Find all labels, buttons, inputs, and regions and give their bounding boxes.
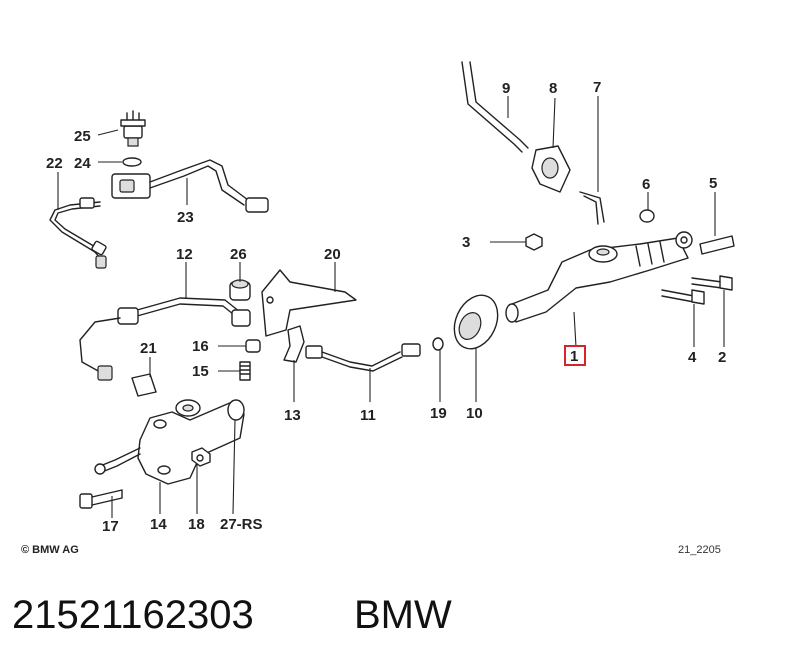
label-2[interactable]: 2 — [718, 349, 726, 366]
label-13[interactable]: 13 — [284, 407, 301, 424]
label-23[interactable]: 23 — [177, 209, 194, 226]
label-15[interactable]: 15 — [192, 363, 209, 380]
label-21[interactable]: 21 — [140, 340, 157, 357]
part-number: 21521162303 — [12, 593, 254, 637]
label-19[interactable]: 19 — [430, 405, 447, 422]
part-labels: 25 24 22 23 12 26 20 21 16 15 13 11 19 1… — [46, 79, 726, 535]
fitting-21-drawing — [131, 373, 157, 397]
label-6[interactable]: 6 — [642, 176, 650, 193]
label-8[interactable]: 8 — [549, 80, 557, 97]
label-14[interactable]: 14 — [150, 516, 167, 533]
pipe-23-drawing — [111, 159, 269, 213]
nut-18-drawing — [191, 447, 211, 467]
pipe-22-drawing — [49, 197, 107, 269]
label-25[interactable]: 25 — [74, 128, 91, 145]
label-27-rs[interactable]: 27-RS — [220, 516, 263, 533]
boot-drawing — [453, 294, 499, 350]
master-cylinder-drawing — [505, 231, 693, 323]
label-4[interactable]: 4 — [688, 349, 697, 366]
label-18[interactable]: 18 — [188, 516, 205, 533]
label-3[interactable]: 3 — [462, 234, 470, 251]
slave-cylinder-drawing — [94, 399, 245, 485]
reservoir-drawing — [531, 145, 571, 193]
hose-12-drawing — [79, 297, 251, 381]
pressure-switch-drawing — [120, 110, 146, 147]
bolt-4-drawing — [661, 289, 705, 305]
label-9[interactable]: 9 — [502, 80, 510, 97]
brand-name: BMW — [354, 593, 452, 637]
highlight-box-1 — [564, 345, 586, 366]
copyright: © BMW AG — [21, 544, 79, 556]
bracket-drawing — [261, 269, 357, 337]
pin-drawing — [699, 235, 735, 255]
label-12[interactable]: 12 — [176, 246, 193, 263]
label-16[interactable]: 16 — [192, 338, 209, 355]
label-7[interactable]: 7 — [593, 79, 601, 96]
grommet-drawing — [229, 279, 251, 301]
cap-drawing — [245, 339, 261, 353]
label-20[interactable]: 20 — [324, 246, 341, 263]
washer-drawing — [432, 337, 444, 351]
label-24[interactable]: 24 — [74, 155, 91, 172]
bleeder-drawing — [239, 361, 251, 381]
seal-ring-drawing — [122, 157, 142, 167]
diagram-reference: 21_2205 — [678, 544, 721, 556]
pipe-11-drawing — [305, 343, 421, 372]
nut-3-drawing — [525, 233, 543, 251]
label-22[interactable]: 22 — [46, 155, 63, 172]
clip-drawing — [283, 325, 305, 363]
hose-9-drawing — [461, 61, 529, 153]
label-5[interactable]: 5 — [709, 175, 717, 192]
label-10[interactable]: 10 — [466, 405, 483, 422]
pipe-7-drawing — [579, 191, 605, 225]
bolt-2-drawing — [691, 275, 733, 291]
bolt-17-drawing — [79, 489, 123, 509]
label-11[interactable]: 11 — [360, 407, 376, 424]
label-1[interactable]: 1 — [570, 348, 578, 365]
label-17[interactable]: 17 — [102, 518, 119, 535]
clamp-drawing — [639, 209, 655, 223]
label-26[interactable]: 26 — [230, 246, 247, 263]
leader-lines — [57, 96, 725, 518]
